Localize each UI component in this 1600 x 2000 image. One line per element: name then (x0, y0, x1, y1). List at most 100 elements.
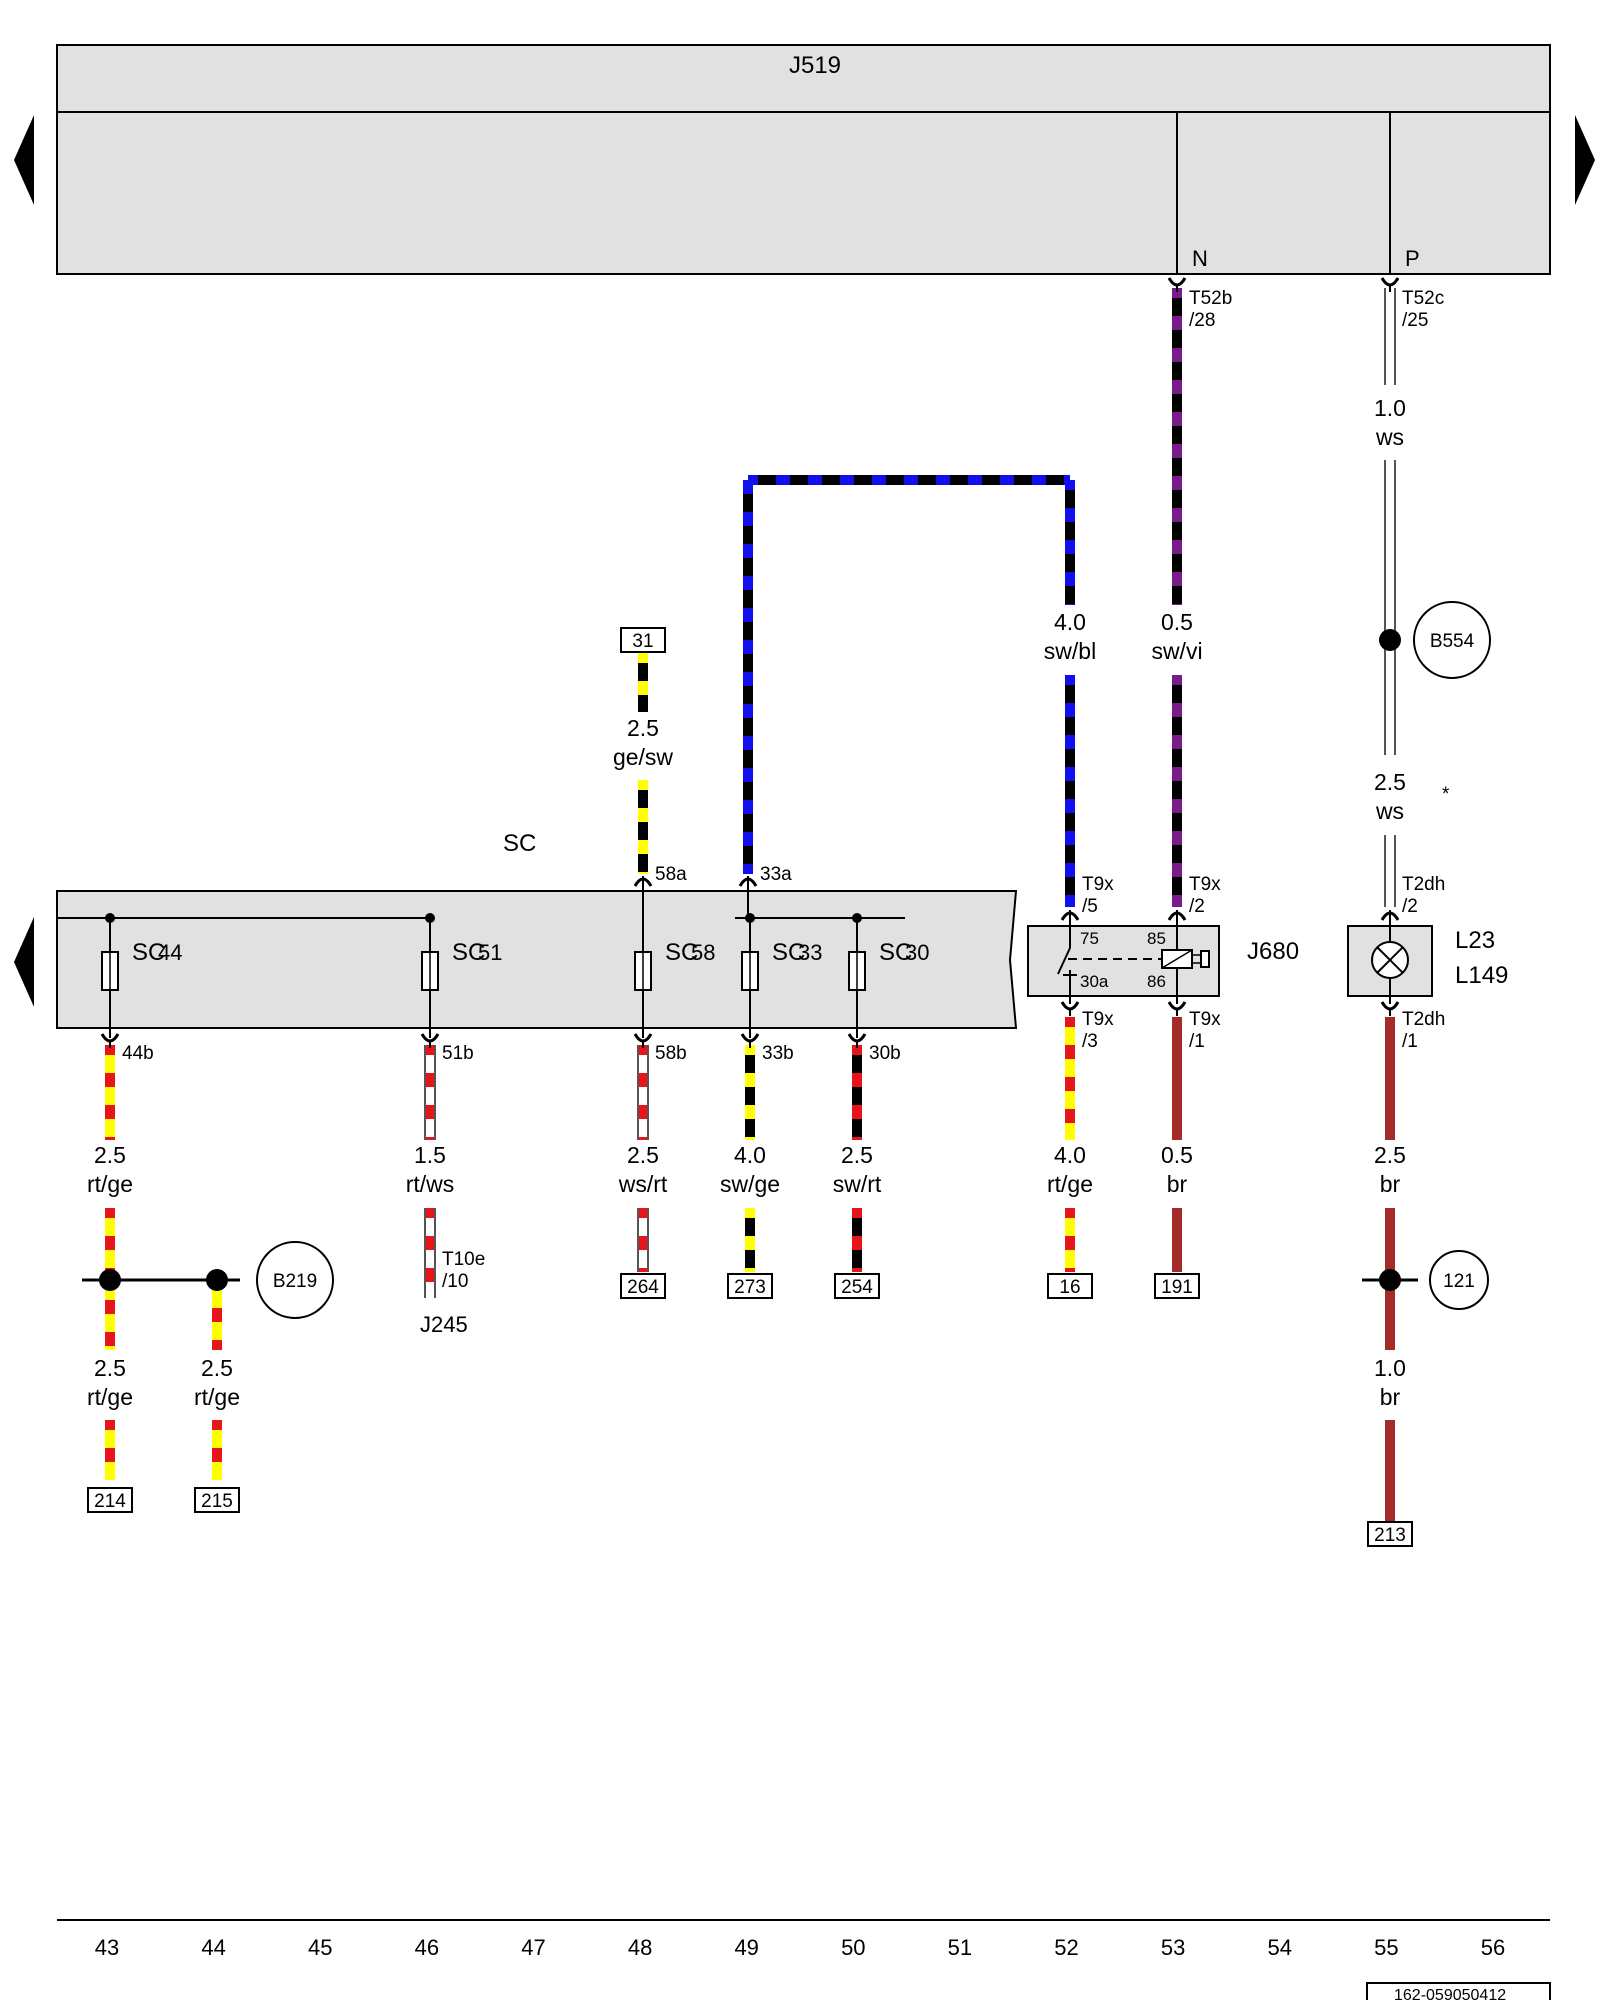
module-j519-label: J519 (789, 52, 841, 79)
wlabel-b219a-size: 2.5 (94, 1355, 126, 1381)
ref-254-label: 254 (841, 1277, 873, 1298)
column-45: 45 (308, 1935, 332, 1960)
column-49: 49 (734, 1935, 758, 1960)
splice-b219-b (206, 1269, 228, 1291)
pin-p-label: P (1405, 246, 1420, 271)
column-55: 55 (1374, 1935, 1398, 1960)
module-j519-body (56, 44, 1551, 275)
wlabel-55-color: br (1380, 1171, 1401, 1197)
ref-16-label: 16 (1059, 1277, 1080, 1298)
relay-pin-75: 75 (1080, 929, 1099, 948)
ref-264-box (620, 1273, 666, 1299)
column-52: 52 (1054, 1935, 1078, 1960)
module-sc-label: SC (503, 830, 536, 857)
module-l149-label: L149 (1455, 962, 1508, 989)
callout-121-label: 121 (1443, 1271, 1475, 1292)
nav-arrow-left-top-icon[interactable] (14, 115, 34, 205)
wlabel-swbl-color: sw/bl (1044, 638, 1096, 664)
fuse-sc44-node (105, 913, 115, 923)
splice-121 (1379, 1269, 1401, 1291)
clabel-t10e-a: T10e (442, 1249, 485, 1270)
wlabel-b219b-size: 2.5 (201, 1355, 233, 1381)
wlabel-b219a-color: rt/ge (87, 1384, 133, 1410)
module-j519: J519 N P (56, 44, 1551, 275)
clabel-t9x-3-a: T9x (1082, 1009, 1114, 1030)
wlabel-33-color: sw/ge (720, 1171, 780, 1197)
pin-30b: 30b (869, 1043, 901, 1064)
pin-44b: 44b (122, 1043, 154, 1064)
wlabel-30-color: sw/rt (833, 1171, 882, 1197)
pin-33a: 33a (760, 864, 792, 885)
connectors-layer (82, 277, 1491, 1547)
column-54: 54 (1268, 1935, 1292, 1960)
ref-214-label: 214 (94, 1491, 126, 1512)
relay-switch-blade (1057, 947, 1071, 975)
clabel-t9x-5-b: /5 (1082, 896, 1098, 917)
clabel-t52b-b: /28 (1189, 310, 1215, 331)
ref-213-box (1367, 1521, 1413, 1547)
lamp-cross-b (1376, 946, 1404, 974)
clabel-t52b-a: T52b (1189, 288, 1232, 309)
clabel-t2dh-1-b: /1 (1402, 1031, 1418, 1052)
ref-191-box (1154, 1273, 1200, 1299)
fuse-sc33-label-num: 33 (798, 940, 822, 965)
wlabel-30-size: 2.5 (841, 1142, 873, 1168)
column-46: 46 (415, 1935, 439, 1960)
splice-b219-a (99, 1269, 121, 1291)
wire-swbl-loop-base (743, 475, 1075, 874)
pin-58b: 58b (655, 1043, 687, 1064)
wlabel-53-size: 0.5 (1161, 1142, 1193, 1168)
clabel-t2dh-2-a: T2dh (1402, 874, 1445, 895)
clabel-t2dh-1-a: T2dh (1402, 1009, 1445, 1030)
fuse-sc51-label-num: 51 (478, 940, 502, 965)
clabel-t52c-b: /25 (1402, 310, 1428, 331)
fuse-sc44-label: SC (132, 939, 165, 966)
ref-214-box (87, 1487, 133, 1513)
fuse-sc51-label: SC (452, 939, 485, 966)
wlabel-44-size: 2.5 (94, 1142, 126, 1168)
fuse-sc33-label: SC (772, 939, 805, 966)
callout-b219-label: B219 (273, 1271, 317, 1292)
relay-pin-85: 85 (1147, 929, 1166, 948)
wlabel-swvi-size: 0.5 (1161, 609, 1193, 635)
wlabel-53-color: br (1167, 1171, 1188, 1197)
wlabel-55b-size: 1.0 (1374, 1355, 1406, 1381)
fuse-sc58-label: SC (665, 939, 698, 966)
column-44: 44 (201, 1935, 225, 1960)
clabel-t2dh-2-b: /2 (1402, 896, 1418, 917)
fuse-sc30-label: SC (879, 939, 912, 966)
fuse-sc51-node (425, 913, 435, 923)
fork-t52c (1380, 277, 1400, 287)
module-sc: SC (56, 830, 1018, 1029)
doc-id-box: 162-059050412 (1366, 1982, 1551, 2000)
wires-layer (105, 288, 1396, 1525)
wlabel-55-size: 2.5 (1374, 1142, 1406, 1168)
nav-arrow-left-mid-icon[interactable] (14, 917, 34, 1007)
wlabel-33-size: 4.0 (734, 1142, 766, 1168)
ref-264-label: 264 (627, 1277, 659, 1298)
column-53: 53 (1161, 1935, 1185, 1960)
wlabel-star: * (1442, 784, 1450, 805)
ref-215-box (194, 1487, 240, 1513)
relay-coil-aux (1200, 950, 1210, 968)
module-j680-label: J680 (1247, 938, 1299, 965)
module-j680: 75 85 30a 86 J680 (1027, 918, 1299, 1004)
column-51: 51 (948, 1935, 972, 1960)
fuse-sc30-label-num: 30 (905, 940, 929, 965)
callout-b554 (1413, 601, 1491, 679)
column-43: 43 (95, 1935, 119, 1960)
clabel-t9x-1-a: T9x (1189, 1009, 1221, 1030)
clabel-t52c-a: T52c (1402, 288, 1444, 309)
wlabel-swbl-size: 4.0 (1054, 609, 1086, 635)
clabel-t9x-2-b: /2 (1189, 896, 1205, 917)
clabel-t9x-5-a: T9x (1082, 874, 1114, 895)
fuse-sc44-label-num: 44 (158, 940, 182, 965)
column-56: 56 (1481, 1935, 1505, 1960)
ref-273-label: 273 (734, 1277, 766, 1298)
pin-33b: 33b (762, 1043, 794, 1064)
callout-b219 (256, 1241, 334, 1319)
nav-arrow-right-top-icon[interactable] (1575, 115, 1595, 205)
